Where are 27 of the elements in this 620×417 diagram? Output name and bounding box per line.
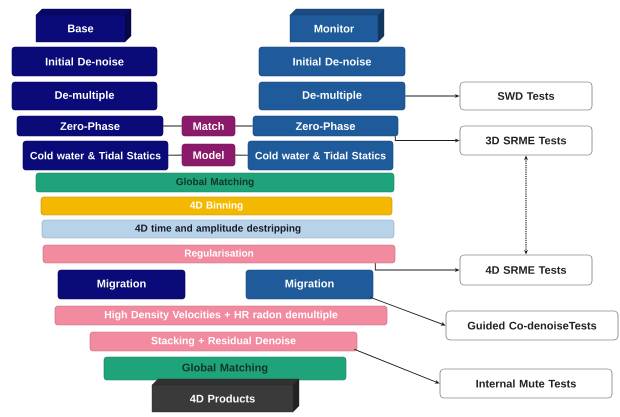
- process-box: De-multiple: [258, 82, 406, 110]
- process-band: High Density Velocities + HR radon demultiple: [54, 306, 388, 326]
- process-box: Initial De-noise: [258, 46, 406, 76]
- process-band: 4D Binning: [40, 196, 392, 216]
- process-band: Stacking + Residual Denoise: [90, 332, 358, 352]
- process-band: Regularisation: [42, 244, 396, 264]
- process-box: Migration: [246, 270, 374, 300]
- process-box: Zero-Phase: [16, 116, 164, 136]
- process-box: Cold water & Tidal Statics: [248, 140, 394, 170]
- process-band: Global Matching: [104, 356, 346, 380]
- block-box: Monitor: [290, 8, 384, 42]
- process-box: De-multiple: [12, 82, 158, 110]
- process-band: 4D time and amplitude destripping: [42, 220, 394, 238]
- block-box: 4D Products: [152, 378, 300, 412]
- process-band: Global Matching: [36, 172, 394, 192]
- process-box: Initial De-noise: [12, 46, 158, 76]
- test-box: 4D SRME Tests: [460, 254, 592, 286]
- process-box: Cold water & Tidal Statics: [22, 140, 168, 170]
- process-box: Model: [182, 144, 236, 166]
- process-box: Match: [182, 116, 236, 136]
- process-box: Migration: [58, 270, 186, 300]
- test-box: 3D SRME Tests: [460, 126, 592, 156]
- process-box: Zero-Phase: [252, 116, 398, 136]
- test-box: Guided Co-denoiseTests: [446, 310, 618, 340]
- test-box: Internal Mute Tests: [440, 368, 612, 398]
- test-box: SWD Tests: [460, 82, 592, 110]
- block-box: Base: [36, 8, 132, 42]
